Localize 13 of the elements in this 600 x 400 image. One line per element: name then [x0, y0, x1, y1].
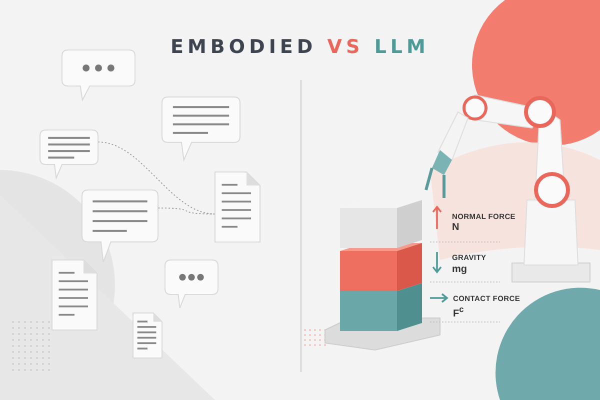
speech-bubble-icon [165, 260, 218, 308]
document-icon [133, 313, 162, 358]
force-symbol: mg [452, 264, 467, 275]
document-icon [215, 172, 260, 242]
speech-bubble-icon [40, 130, 98, 178]
speech-bubble-icon [62, 50, 135, 100]
dotted-connector [158, 208, 216, 214]
speech-bubble-icon [82, 190, 158, 262]
force-symbol: F$^{c}$ [453, 304, 464, 320]
document-icon [52, 260, 97, 330]
speech-bubble-icon [162, 97, 240, 160]
title: EMBODIED VS LLM [170, 36, 430, 58]
force-symbol: N [452, 222, 460, 233]
